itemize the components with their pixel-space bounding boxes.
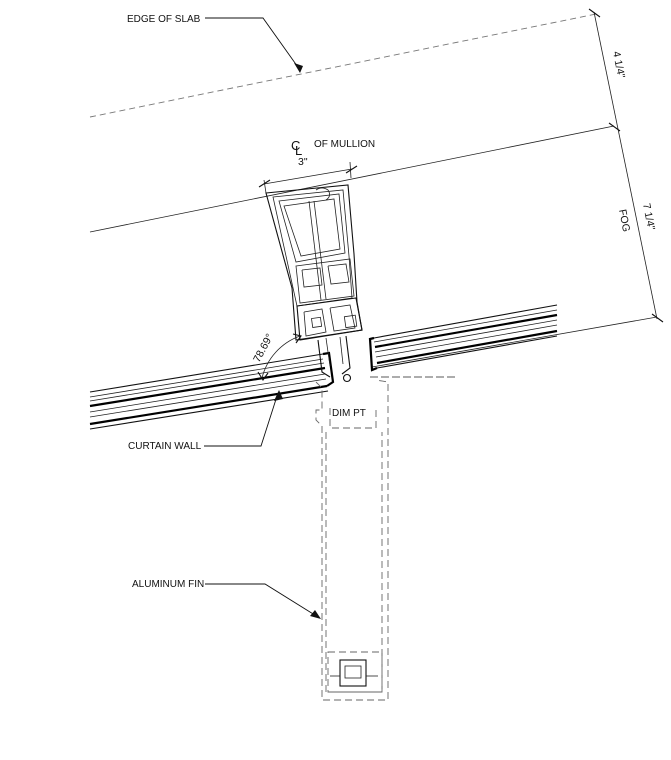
svg-text:C: C xyxy=(291,138,300,153)
fog-offset-dimension: 7 1/4" xyxy=(640,202,657,231)
aluminum-fin-label: ALUMINUM FIN xyxy=(132,579,204,590)
curtain-wall-glazing-right xyxy=(373,304,558,369)
edge-of-slab-leader xyxy=(205,17,303,73)
mullion-width-value: 3" xyxy=(298,156,308,168)
aluminum-fin-profile xyxy=(315,379,389,701)
slab-face-line xyxy=(89,125,615,233)
curtain-wall-leader xyxy=(204,390,283,447)
svg-text:L: L xyxy=(295,143,302,158)
angle-value: 78.69° xyxy=(251,332,276,365)
aluminum-fin-leader xyxy=(205,583,321,619)
slab-offset-dimension: 4 1/4" xyxy=(610,50,627,79)
curtain-wall-label: CURTAIN WALL xyxy=(128,441,202,452)
angle-dimension xyxy=(257,333,302,381)
centerline-symbol: C L xyxy=(291,138,302,158)
dim-pt-label: DIM PT xyxy=(332,408,366,419)
fog-label: FOG xyxy=(616,208,632,233)
dimension-line-right xyxy=(593,11,658,320)
dimension-ticks-right xyxy=(588,8,664,323)
mullion-profile xyxy=(265,184,363,383)
edge-of-slab-line xyxy=(89,13,597,118)
glazing-edge-caps xyxy=(322,336,378,387)
curtain-wall-glazing-left xyxy=(89,353,329,430)
of-mullion-label: OF MULLION xyxy=(314,139,375,150)
fog-line xyxy=(371,316,658,368)
edge-of-slab-label: EDGE OF SLAB xyxy=(127,14,201,25)
mullion-width-dimension xyxy=(258,161,358,194)
